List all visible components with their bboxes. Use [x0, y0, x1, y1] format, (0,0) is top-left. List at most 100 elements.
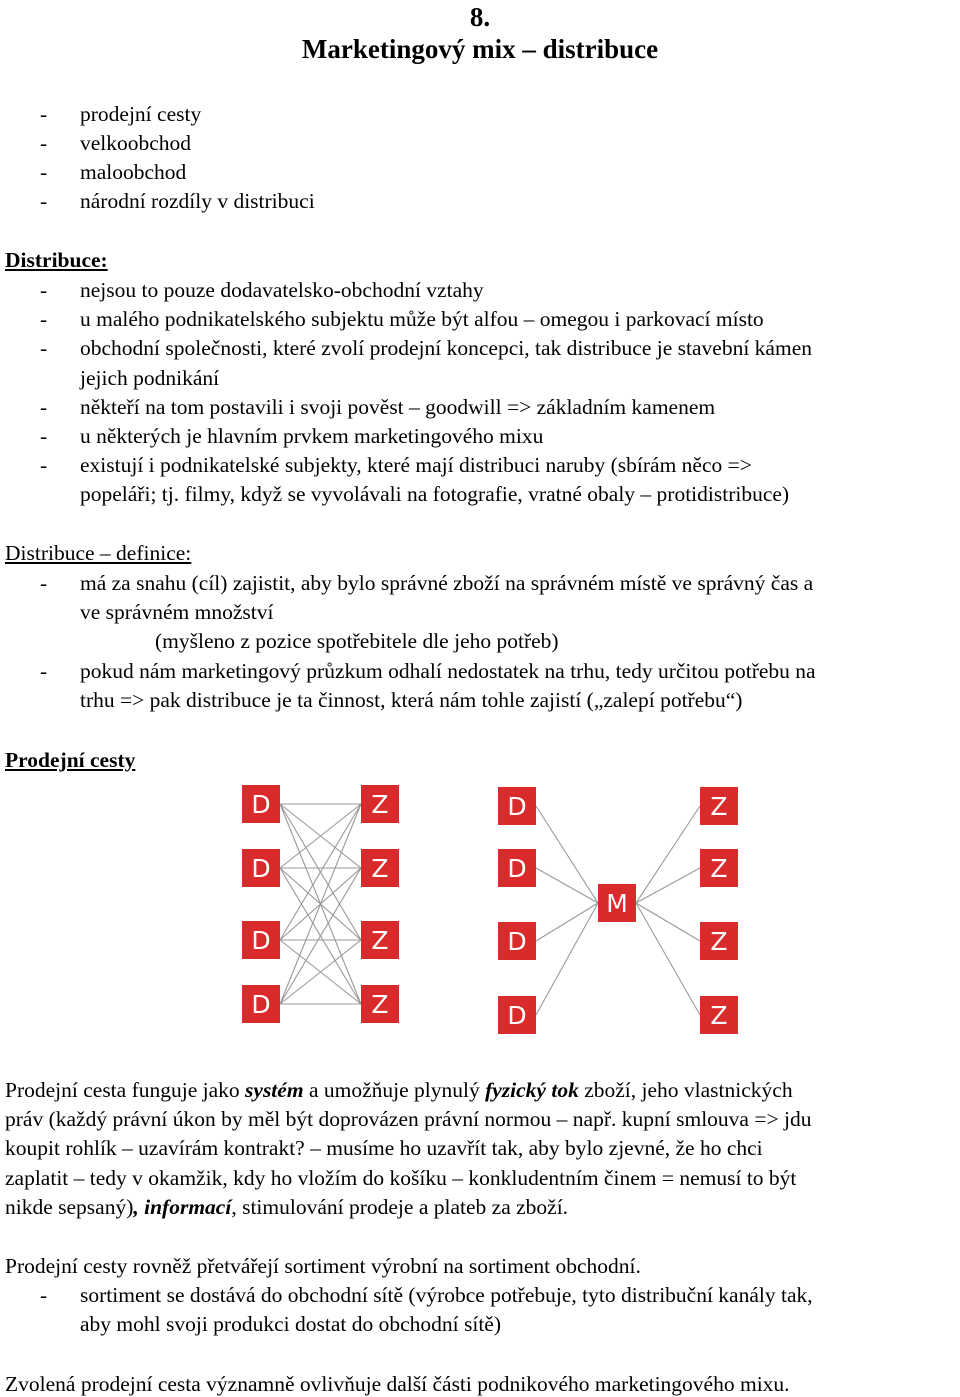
list-dash: -: [40, 278, 48, 302]
list-item: národní rozdíly v distribuci: [80, 189, 315, 213]
list-item-continuation: trhu => pak distribuce je ta činnost, kt…: [80, 688, 743, 712]
consumer-box: Z: [700, 996, 738, 1034]
list-item: maloobchod: [80, 160, 187, 184]
list-dash: -: [40, 571, 48, 595]
list-dash: -: [40, 424, 48, 448]
page-title: Marketingový mix – distribuce: [301, 34, 659, 64]
consumer-box: Z: [700, 849, 738, 887]
producer-box: D: [498, 849, 536, 887]
text-run: Prodejní cesta funguje jako: [5, 1078, 246, 1102]
list-item: obchodní společnosti, které zvolí prodej…: [80, 336, 812, 360]
definice-note: (myšleno z pozice spotřebitele dle jeho …: [155, 629, 559, 653]
svg-text:D: D: [507, 792, 526, 821]
connection-line: [279, 803, 362, 941]
svg-text:D: D: [251, 926, 270, 955]
producer-box: D: [498, 922, 536, 960]
text-run: nikde sepsaný): [5, 1195, 134, 1219]
svg-text:Z: Z: [371, 926, 388, 955]
list-dash: -: [40, 453, 48, 477]
closing-paragraph: Zvolená prodejní cesta významně ovlivňuj…: [5, 1372, 790, 1396]
list-dash: -: [40, 1283, 48, 1307]
connection-line: [635, 805, 701, 904]
producer-box: D: [242, 921, 280, 959]
distribuce-heading: Distribuce:: [5, 248, 108, 272]
svg-text:M: M: [606, 889, 628, 918]
connection-line: [279, 939, 362, 1005]
paragraph-line: Prodejní cesta funguje jako systém a umo…: [5, 1078, 793, 1102]
connection-line: [535, 902, 599, 942]
producer-box: D: [242, 785, 280, 823]
svg-text:Z: Z: [371, 854, 388, 883]
consumer-box: Z: [361, 985, 399, 1023]
emphasized-text: , informací: [133, 1195, 232, 1219]
list-item: u malého podnikatelského subjektu může b…: [80, 307, 764, 331]
text-run: zboží, jeho vlastnických: [578, 1078, 793, 1102]
list-item-continuation: popeláři; tj. filmy, když se vyvolávali …: [80, 482, 790, 506]
svg-text:Z: Z: [371, 790, 388, 819]
consumer-box: Z: [361, 785, 399, 823]
list-item: existují i podnikatelské subjekty, které…: [80, 453, 752, 477]
svg-text:D: D: [251, 790, 270, 819]
list-dash: -: [40, 189, 48, 213]
definice-heading: Distribuce – definice:: [5, 541, 192, 565]
list-item-continuation: aby mohl svoji produkci dostat do obchod…: [80, 1312, 501, 1336]
svg-text:Z: Z: [371, 990, 388, 1019]
consumer-box: Z: [361, 921, 399, 959]
connection-line: [535, 805, 599, 904]
prodejni-cesty-heading: Prodejní cesty: [5, 748, 136, 772]
sortiment-paragraph: Prodejní cesty rovněž přetvářejí sortime…: [5, 1254, 641, 1278]
paragraph-line: koupit rohlík – uzavírám kontrakt? – mus…: [5, 1136, 763, 1160]
connection-line: [635, 902, 701, 1016]
text-run: , stimulování prodeje a plateb za zboží.: [231, 1195, 569, 1219]
svg-text:D: D: [507, 854, 526, 883]
emphasized-text: fyzický tok: [485, 1078, 579, 1102]
list-item: u některých je hlavním prvkem marketingo…: [80, 424, 544, 448]
producer-box: D: [498, 996, 536, 1034]
paragraph-line: nikde sepsaný), informací, stimulování p…: [5, 1195, 569, 1219]
svg-text:Z: Z: [710, 792, 727, 821]
list-item: někteří na tom postavili i svoji pověst …: [80, 395, 716, 419]
producer-box: D: [498, 787, 536, 825]
list-dash: -: [40, 160, 48, 184]
connection-line: [279, 867, 362, 1005]
producer-box: D: [242, 985, 280, 1023]
svg-text:Z: Z: [710, 854, 727, 883]
svg-text:D: D: [251, 990, 270, 1019]
connection-line: [635, 902, 701, 942]
list-item: nejsou to pouze dodavatelsko-obchodní vz…: [80, 278, 484, 302]
connection-line: [535, 867, 599, 904]
connection-line: [635, 867, 701, 904]
list-dash: -: [40, 307, 48, 331]
paragraph-line: práv (každý právní úkon by měl být dopro…: [5, 1107, 812, 1131]
emphasized-text: systém: [245, 1078, 304, 1102]
paragraph-line: zaplatit – tedy v okamžik, kdy ho vložím…: [5, 1166, 797, 1190]
list-dash: -: [40, 659, 48, 683]
chapter-number: 8.: [469, 2, 491, 32]
connection-line: [535, 902, 599, 1016]
svg-text:D: D: [507, 927, 526, 956]
list-dash: -: [40, 102, 48, 126]
producer-box: D: [242, 849, 280, 887]
list-item: pokud nám marketingový průzkum odhalí ne…: [80, 659, 816, 683]
svg-text:Z: Z: [710, 927, 727, 956]
list-dash: -: [40, 131, 48, 155]
text-run: a umožňuje plynulý: [303, 1078, 486, 1102]
list-dash: -: [40, 395, 48, 419]
consumer-box: Z: [700, 787, 738, 825]
consumer-box: Z: [361, 849, 399, 887]
list-item-continuation: jejich podnikání: [80, 366, 220, 390]
list-item: prodejní cesty: [80, 102, 202, 126]
svg-text:D: D: [251, 854, 270, 883]
consumer-box: Z: [700, 922, 738, 960]
connection-line: [279, 803, 362, 869]
svg-text:Z: Z: [710, 1001, 727, 1030]
list-item: má za snahu (cíl) zajistit, aby bylo spr…: [80, 571, 814, 595]
svg-text:D: D: [507, 1001, 526, 1030]
list-item: velkoobchod: [80, 131, 192, 155]
list-item-continuation: ve správném množství: [80, 600, 274, 624]
middleman-box: M: [598, 884, 636, 922]
connection-line: [279, 803, 362, 1005]
list-item: sortiment se dostává do obchodní sítě (v…: [80, 1283, 813, 1307]
list-dash: -: [40, 336, 48, 360]
